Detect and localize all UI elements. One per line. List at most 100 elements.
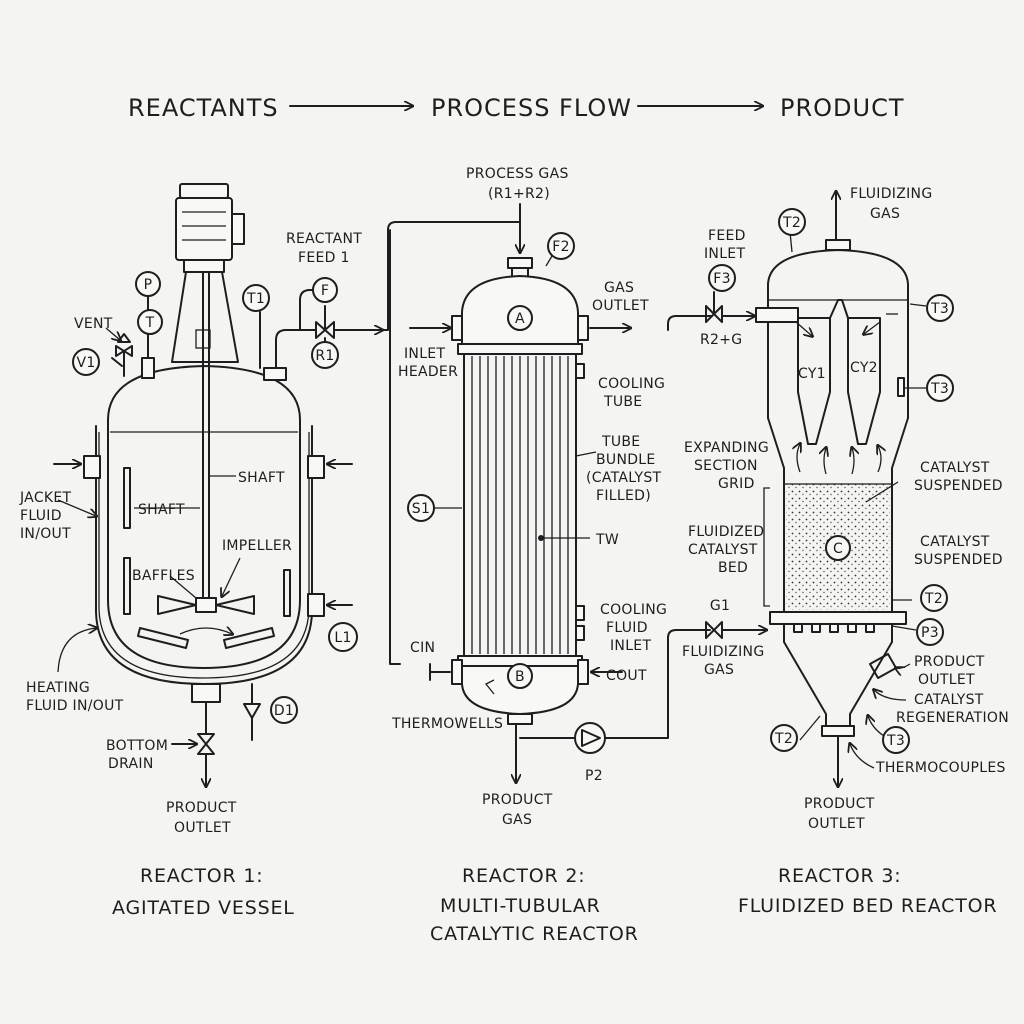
vent-valve	[115, 345, 133, 357]
s1-indicator	[407, 494, 435, 522]
label-cooling-inlet-1: COOLING	[600, 602, 667, 618]
tag-b: B	[515, 669, 525, 685]
label-product-2: OUTLET	[808, 816, 865, 832]
r1-indicator	[311, 341, 339, 369]
label-bundle-2: BUNDLE	[596, 452, 656, 468]
anchor-blade-left	[137, 627, 189, 649]
caption-reactor-2-line3: CATALYTIC REACTOR	[430, 923, 639, 945]
f2-indicator	[547, 232, 575, 260]
tag-p2: P2	[585, 768, 603, 784]
label-process-gas-1: PROCESS GAS	[466, 166, 569, 182]
tag-t1: T1	[246, 291, 265, 307]
cyclone-2	[847, 317, 881, 445]
baffle-right	[283, 569, 291, 617]
impeller-blade-left	[157, 595, 197, 615]
bottom-cone-right	[849, 623, 893, 727]
label-feed-1: FEED	[708, 228, 746, 244]
label-thermocouples: THERMOCOUPLES	[875, 760, 1006, 776]
a-indicator	[507, 305, 533, 331]
d1-indicator	[270, 696, 298, 724]
l1-indicator	[328, 622, 358, 652]
caption-reactor-1-line2: AGITATED VESSEL	[112, 897, 295, 919]
label-jacket-3: IN/OUT	[20, 526, 71, 542]
tube-sheet-top	[457, 343, 583, 355]
tag-t2-top: T2	[782, 215, 801, 231]
label-product-gas-1: PRODUCT	[482, 792, 553, 808]
distributor-grid	[769, 611, 907, 625]
label-expanding-3: GRID	[718, 476, 755, 492]
label-product-gas-2: GAS	[502, 812, 532, 828]
label-product-outlet-2: OUTLET	[918, 672, 975, 688]
drain-valve	[197, 733, 215, 755]
tag-t3-bot: T3	[886, 733, 905, 749]
label-inlet-header-2: HEADER	[398, 364, 458, 380]
tag-p3: P3	[921, 625, 939, 641]
label-cat-susp-b-1: CATALYST	[920, 534, 990, 550]
label-cy2: CY2	[850, 360, 878, 376]
label-gas-outlet-1: GAS	[604, 280, 634, 296]
label-cy1: CY1	[798, 366, 826, 382]
label-heating-1: HEATING	[26, 680, 90, 696]
label-bottom-1: BOTTOM	[106, 738, 168, 754]
reactor-3: T2 F3 T3 T3 C T2 P3 G1 T2 T3 FLUIDIZING …	[667, 186, 1009, 917]
impeller-hub	[195, 597, 217, 613]
label-impeller: IMPELLER	[222, 538, 292, 554]
label-cat-susp-a-2: SUSPENDED	[914, 478, 1003, 494]
temperature-indicator	[137, 309, 163, 335]
label-bundle-3: (CATALYST	[586, 470, 662, 486]
label-fluidizing-top-2: GAS	[870, 206, 900, 222]
feed-inlet-valve	[705, 305, 723, 323]
label-cat-susp-a-1: CATALYST	[920, 460, 990, 476]
baffle-left-top	[123, 467, 131, 529]
label-thermowells: THERMOWELLS	[391, 716, 503, 732]
label-jacket-1: JACKET	[19, 490, 72, 506]
flow-indicator	[312, 277, 338, 303]
tag-t: T	[145, 315, 155, 331]
tube-bundle	[471, 356, 569, 654]
pressure-indicator	[135, 271, 161, 297]
motor-cap	[179, 183, 229, 199]
label-fluidizing-top-1: FLUIDIZING	[850, 186, 932, 202]
p3-indicator	[916, 618, 944, 646]
label-r2g: R2+G	[700, 332, 742, 348]
flow-product: PRODUCT	[780, 94, 905, 122]
tag-l1: L1	[334, 630, 351, 646]
motor-stand	[171, 271, 239, 363]
label-cooling-inlet-3: INLET	[610, 638, 651, 654]
label-expanding-2: SECTION	[694, 458, 758, 474]
t1-indicator	[242, 284, 270, 312]
label-cooling-tube-2: TUBE	[603, 394, 642, 410]
label-product-outlet-1: PRODUCT	[914, 654, 985, 670]
label-product-2: OUTLET	[174, 820, 231, 836]
c-indicator	[825, 535, 851, 561]
label-inlet-header-1: INLET	[404, 346, 445, 362]
label-product-1: PRODUCT	[804, 796, 875, 812]
label-regen-2: REGENERATION	[896, 710, 1009, 726]
tag-t3-a: T3	[930, 301, 949, 317]
t2-bot-indicator	[770, 724, 798, 752]
label-tw: TW	[595, 532, 619, 548]
caption-reactor-1-line1: REACTOR 1:	[140, 865, 263, 887]
tag-f2: F2	[552, 239, 570, 255]
label-bundle-1: TUBE	[601, 434, 640, 450]
tag-r1: R1	[315, 348, 334, 364]
tag-t2-bot: T2	[774, 731, 793, 747]
tag-g1: G1	[710, 598, 730, 614]
vessel-wall	[107, 365, 301, 669]
label-fluidizing-gas-1: FLUIDIZING	[682, 644, 764, 660]
expanded-section	[767, 249, 909, 419]
impeller-blade-right	[215, 595, 255, 615]
label-process-gas-2: (R1+R2)	[488, 186, 550, 202]
t2-top-indicator	[778, 208, 806, 236]
anchor-blade-right	[223, 627, 275, 649]
label-feed-2: INLET	[704, 246, 745, 262]
b-indicator	[507, 663, 533, 689]
label-regen-1: CATALYST	[914, 692, 984, 708]
t2-mid-indicator	[920, 584, 948, 612]
label-vent: VENT	[74, 316, 113, 332]
caption-reactor-3-line2: FLUIDIZED BED REACTOR	[738, 895, 997, 917]
label-cat-susp-b-2: SUSPENDED	[914, 552, 1003, 568]
label-bottom-2: DRAIN	[108, 756, 154, 772]
